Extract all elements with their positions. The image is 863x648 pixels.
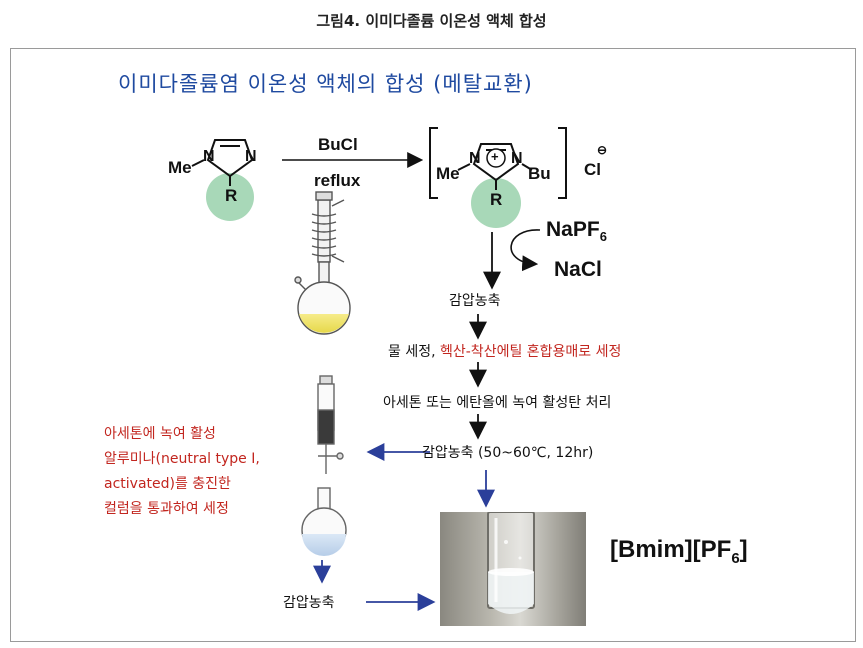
intermediate-n2: N xyxy=(511,150,523,167)
step-evaporation-2: 감압농축 (50~60℃, 12hr) xyxy=(422,445,594,461)
cation-plus: + xyxy=(491,149,499,164)
intermediate-methyl: Me xyxy=(436,164,460,183)
condition-label: reflux xyxy=(314,171,361,190)
napf6-main: NaPF xyxy=(546,218,600,241)
column-note: 아세톤에 녹여 활성 알루미나(neutral type I, activate… xyxy=(104,422,260,522)
figure-caption: 그림4. 이미다졸륨 이온성 액체 합성 xyxy=(316,12,547,30)
substituent-sphere xyxy=(471,178,521,228)
reactant-methyl: Me xyxy=(168,158,192,177)
intermediate-r-group: R xyxy=(490,190,503,209)
nacl-label: NaCl xyxy=(554,258,602,281)
imidazolium-ring xyxy=(472,143,520,182)
imidazole-ring xyxy=(206,139,254,178)
column-note-line-3: activated)를 충진한 xyxy=(104,476,231,492)
napf6-label: NaPF6 xyxy=(546,218,607,244)
diagram-title: 이미다졸륨염 이온성 액체의 합성 (메탈교환) xyxy=(118,72,533,96)
napf6-subscript: 6 xyxy=(599,229,607,245)
intermediate-butyl: Bu xyxy=(528,164,551,183)
substituent-sphere xyxy=(206,173,254,221)
alumina-column xyxy=(317,375,344,474)
column-note-line-1: 아세톤에 녹여 활성 xyxy=(104,426,216,442)
anion-charge: ⊖ xyxy=(597,143,608,157)
reactant-r-group: R xyxy=(225,186,238,205)
step-evaporation-3: 감압농축 xyxy=(283,595,335,611)
exchange-curve-arrow xyxy=(510,229,541,272)
intermediate-n1: N xyxy=(469,150,481,167)
product-main: [Bmim][PF xyxy=(610,536,732,563)
chloride-anion: Cl xyxy=(584,160,601,179)
reflux-apparatus xyxy=(294,191,351,335)
column-note-line-2: 알루미나(neutral type I, xyxy=(104,451,260,467)
product-photo xyxy=(440,512,586,626)
step-evaporation-1: 감압농축 xyxy=(449,293,501,309)
diagram-frame xyxy=(10,48,856,642)
intermediate-structure xyxy=(429,127,567,228)
wash-solvent-mix: 헥산-착산에틸 혼합용매로 세정 xyxy=(440,344,622,360)
column-note-line-4: 컬럼을 통과하여 세정 xyxy=(104,501,229,517)
reactant-n2: N xyxy=(245,148,257,165)
product-close: ] xyxy=(739,536,748,563)
receiving-flask xyxy=(301,487,347,556)
product-subscript: 6 xyxy=(731,549,740,567)
product-label: [Bmim][PF6] xyxy=(610,536,748,567)
test-tube-illustration xyxy=(487,512,535,614)
right-bracket xyxy=(558,127,567,199)
left-bracket xyxy=(429,127,438,199)
reactant-n1: N xyxy=(203,148,215,165)
cation-charge-circle xyxy=(486,148,506,168)
step-washing: 물 세정, 헥산-착산에틸 혼합용매로 세정 xyxy=(388,341,621,361)
wash-prefix: 물 세정, xyxy=(388,344,440,360)
reagent-label: BuCl xyxy=(318,135,358,154)
step-activated-carbon: 아세톤 또는 에탄올에 녹여 활성탄 처리 xyxy=(383,395,612,411)
reactant-structure xyxy=(191,139,254,221)
